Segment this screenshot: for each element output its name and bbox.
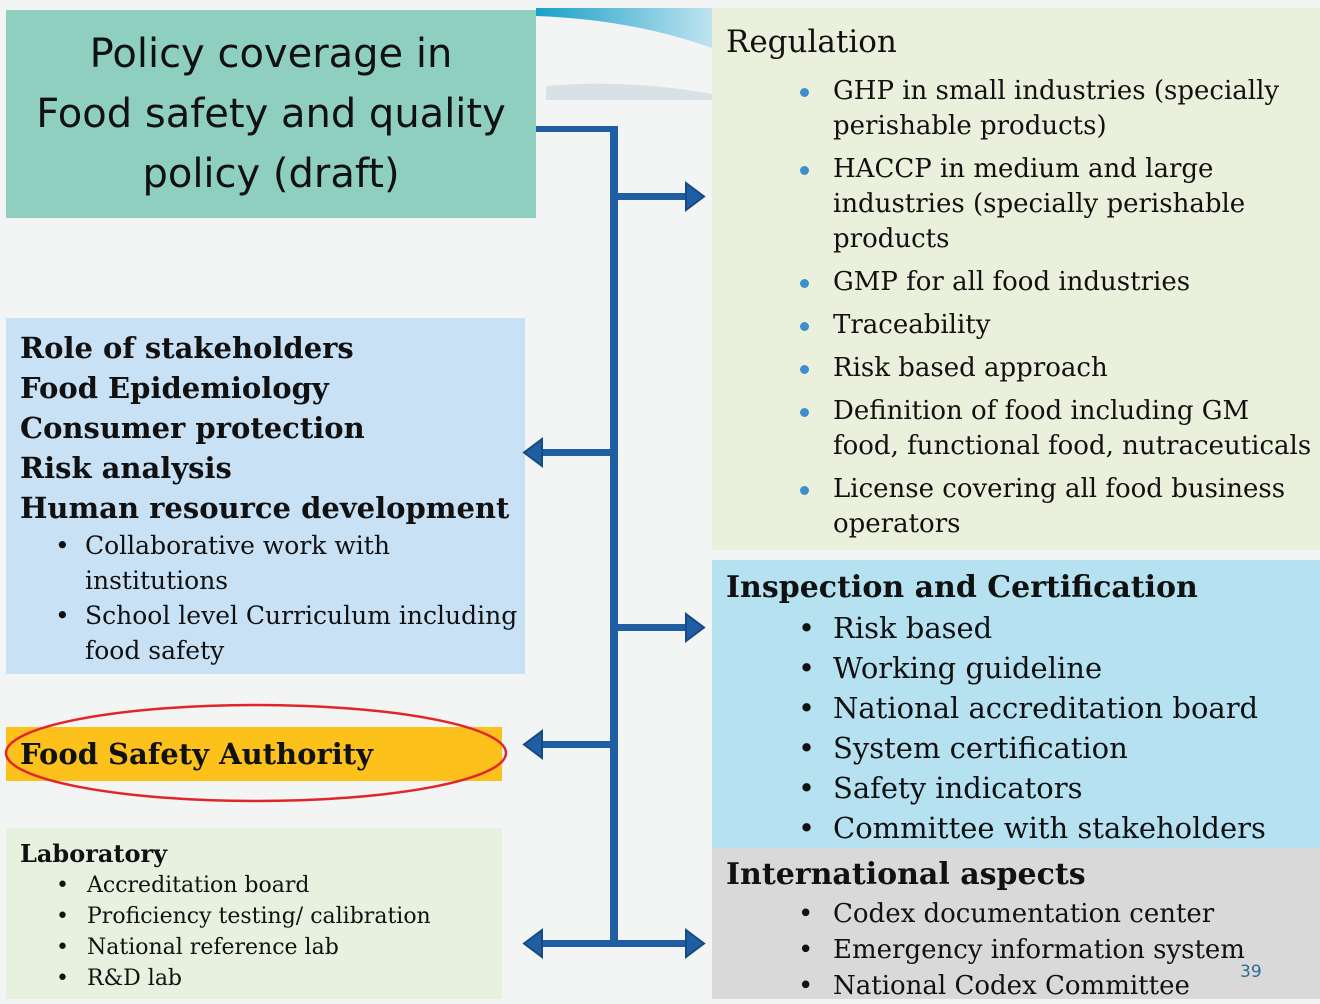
international-heading: International aspects <box>726 857 1086 892</box>
international-box: International aspects Codex documentatio… <box>712 848 1320 1004</box>
title-line-1: Policy coverage in <box>89 31 453 77</box>
arrow-left-icon <box>522 928 543 959</box>
list-item: Risk based <box>726 608 1320 648</box>
connector-inspection-line <box>614 624 686 631</box>
stakeholders-line: Consumer protection <box>20 411 365 445</box>
stakeholders-line: Risk analysis <box>20 451 232 485</box>
stakeholders-line: Human resource development <box>20 491 510 525</box>
highlight-ellipse <box>4 703 508 803</box>
laboratory-heading: Laboratory <box>20 839 168 868</box>
list-item: Traceability <box>726 308 1320 343</box>
list-item: Emergency information system <box>726 932 1320 968</box>
title-line-2: Food safety and quality <box>36 91 506 137</box>
list-item: Accreditation board <box>20 870 502 901</box>
list-item: Risk based approach <box>726 351 1320 386</box>
connector-authority-line <box>540 741 614 748</box>
inspection-list: Risk based Working guideline National ac… <box>726 608 1320 848</box>
list-item: GHP in small industries (specially peris… <box>726 74 1320 144</box>
arrow-left-icon <box>522 437 543 468</box>
list-item: GMP for all food industries <box>726 265 1320 300</box>
regulation-heading: Regulation <box>726 24 897 60</box>
inspection-heading: Inspection and Certification <box>726 570 1198 605</box>
decorative-swoosh <box>536 8 712 100</box>
regulation-box: Regulation GHP in small industries (spec… <box>712 8 1320 550</box>
list-item: National Codex Committee <box>726 968 1320 1004</box>
list-item: Working guideline <box>726 648 1320 688</box>
list-item: System certification <box>726 728 1320 768</box>
list-item: National reference lab <box>20 932 502 963</box>
food-safety-authority-label: Food Safety Authority <box>20 737 374 771</box>
stakeholders-line: Food Epidemiology <box>20 371 329 405</box>
connector-title-line <box>536 126 616 132</box>
page-title: Policy coverage in Food safety and quali… <box>28 24 514 204</box>
laboratory-box: Laboratory Accreditation board Proficien… <box>6 828 502 999</box>
list-item: National accreditation board <box>726 688 1320 728</box>
food-safety-authority-box: Food Safety Authority <box>6 727 502 781</box>
title-line-3: policy (draft) <box>142 151 400 197</box>
stakeholders-line: Role of stakeholders <box>20 331 354 365</box>
list-item: HACCP in medium and large industries (sp… <box>726 152 1320 257</box>
connector-trunk <box>610 126 618 946</box>
regulation-list: GHP in small industries (specially peris… <box>726 74 1320 542</box>
list-item: Collaborative work with institutions <box>20 528 525 598</box>
list-item: Committee with stakeholders <box>726 808 1320 848</box>
inspection-box: Inspection and Certification Risk based … <box>712 560 1320 848</box>
list-item: Safety indicators <box>726 768 1320 808</box>
list-item: R&D lab <box>20 963 502 994</box>
stakeholders-box: Role of stakeholders Food Epidemiology C… <box>6 318 525 674</box>
title-box: Policy coverage in Food safety and quali… <box>6 10 536 218</box>
connector-regulation-line <box>614 193 686 200</box>
international-list: Codex documentation center Emergency inf… <box>726 896 1320 1004</box>
connector-stakeholders-line <box>540 449 614 456</box>
list-item: Codex documentation center <box>726 896 1320 932</box>
arrow-left-icon <box>522 729 543 760</box>
list-item: License covering all food business opera… <box>726 472 1320 542</box>
list-item: School level Curriculum including food s… <box>20 598 525 668</box>
connector-bottom-line <box>540 940 686 947</box>
stakeholders-list: Collaborative work with institutions Sch… <box>20 528 525 668</box>
laboratory-list: Accreditation board Proficiency testing/… <box>20 870 502 994</box>
list-item: Definition of food including GM food, fu… <box>726 394 1320 464</box>
arrow-right-icon <box>685 181 706 212</box>
arrow-right-icon <box>685 928 706 959</box>
page-number: 39 <box>1240 962 1262 982</box>
arrow-right-icon <box>685 612 706 643</box>
list-item: Proficiency testing/ calibration <box>20 901 502 932</box>
